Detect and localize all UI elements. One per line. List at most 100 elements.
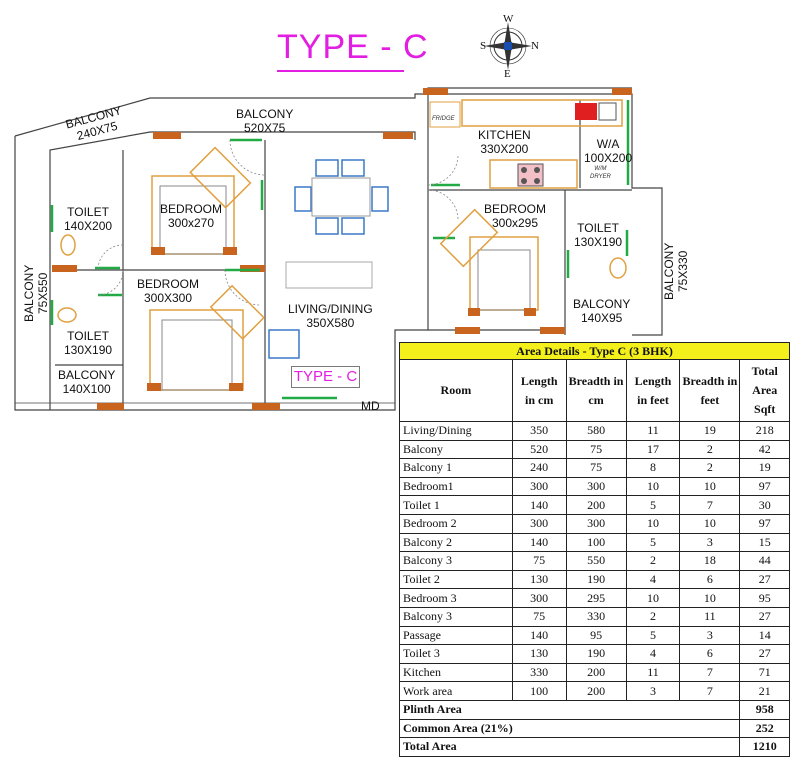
value-cell: 44 bbox=[739, 551, 790, 571]
title-underline bbox=[277, 70, 404, 72]
room-name-cell: Kitchen bbox=[399, 662, 513, 683]
header-length-cm: Length in cm bbox=[511, 359, 567, 422]
sink bbox=[598, 102, 617, 121]
value-cell: 27 bbox=[739, 644, 790, 664]
bed bbox=[469, 236, 539, 311]
dining-chair bbox=[315, 159, 339, 177]
value-cell: 17 bbox=[625, 439, 681, 460]
value-cell: 5 bbox=[625, 495, 681, 515]
value-cell: 300 bbox=[511, 513, 567, 534]
value-cell: 200 bbox=[565, 662, 627, 683]
bed-post bbox=[223, 247, 237, 255]
wall-mark bbox=[153, 132, 181, 139]
value-cell: 11 bbox=[625, 421, 681, 441]
value-cell: 11 bbox=[625, 662, 681, 683]
page-title: TYPE - C bbox=[277, 28, 429, 66]
value-cell: 27 bbox=[739, 569, 790, 590]
summary-label: Common Area (21%) bbox=[398, 718, 741, 739]
bed-post bbox=[468, 308, 480, 316]
value-cell: 75 bbox=[565, 439, 627, 460]
value-cell: 3 bbox=[625, 681, 681, 701]
wall-mark bbox=[612, 88, 632, 95]
value-cell: 75 bbox=[565, 458, 627, 478]
value-cell: 15 bbox=[739, 532, 790, 553]
room-name-cell: Balcony 3 bbox=[399, 551, 513, 571]
summary-label: Total Area bbox=[398, 737, 741, 757]
bed bbox=[159, 185, 227, 255]
kitchen-counter bbox=[461, 99, 623, 127]
wall-mark bbox=[383, 132, 413, 139]
kitchen-counter bbox=[489, 159, 578, 189]
value-cell: 30 bbox=[739, 495, 790, 515]
summary-label: Plinth Area bbox=[398, 699, 741, 720]
compass-west-label: W bbox=[503, 13, 514, 25]
value-cell: 100 bbox=[511, 681, 567, 701]
outer-wall bbox=[14, 136, 50, 411]
value-cell: 200 bbox=[565, 681, 627, 701]
room-name-cell: Toilet 3 bbox=[399, 644, 513, 664]
value-cell: 200 bbox=[565, 495, 627, 515]
value-cell: 2 bbox=[679, 439, 741, 460]
value-cell: 21 bbox=[739, 681, 790, 701]
room-name-cell: Bedroom 2 bbox=[399, 513, 513, 534]
value-cell: 300 bbox=[565, 476, 627, 497]
value-cell: 4 bbox=[625, 644, 681, 664]
value-cell: 7 bbox=[679, 662, 741, 683]
header-breadth-ft: Breadth in feet bbox=[679, 359, 741, 422]
value-cell: 218 bbox=[739, 421, 790, 441]
value-cell: 10 bbox=[679, 513, 741, 534]
wardrobe bbox=[189, 146, 252, 209]
value-cell: 190 bbox=[565, 644, 627, 664]
dining-chair bbox=[371, 186, 389, 212]
toilet-fixture bbox=[60, 234, 76, 256]
room-name-cell: Balcony 2 bbox=[399, 532, 513, 553]
wall-mark bbox=[252, 403, 280, 410]
value-cell: 2 bbox=[625, 606, 681, 627]
value-cell: 520 bbox=[511, 439, 567, 460]
value-cell: 190 bbox=[565, 569, 627, 590]
value-cell: 3 bbox=[679, 625, 741, 646]
main-door-label: MD bbox=[361, 399, 380, 413]
value-cell: 140 bbox=[511, 495, 567, 515]
dining-table bbox=[311, 177, 371, 217]
wall-mark bbox=[423, 88, 448, 95]
wardrobe bbox=[209, 284, 265, 340]
value-cell: 95 bbox=[565, 625, 627, 646]
sofa bbox=[285, 261, 373, 289]
header-total-area: Total Area Sqft bbox=[739, 359, 790, 422]
room-name-cell: Passage bbox=[399, 625, 513, 646]
door-swing bbox=[229, 139, 266, 176]
toilet-fixture bbox=[609, 257, 627, 279]
value-cell: 2 bbox=[679, 458, 741, 478]
dining-chair bbox=[315, 217, 339, 235]
fridge bbox=[429, 101, 461, 128]
table-caption: Area Details - Type C (3 BHK) bbox=[399, 342, 790, 360]
value-cell: 8 bbox=[625, 458, 681, 478]
bed-post bbox=[147, 383, 161, 391]
value-cell: 130 bbox=[511, 569, 567, 590]
value-cell: 19 bbox=[739, 458, 790, 478]
header-room: Room bbox=[399, 359, 513, 422]
dining-chair bbox=[341, 217, 365, 235]
dining-chair bbox=[341, 159, 365, 177]
room-name-cell: Bedroom1 bbox=[399, 476, 513, 497]
wall-mark bbox=[52, 265, 77, 272]
value-cell: 580 bbox=[565, 421, 627, 441]
